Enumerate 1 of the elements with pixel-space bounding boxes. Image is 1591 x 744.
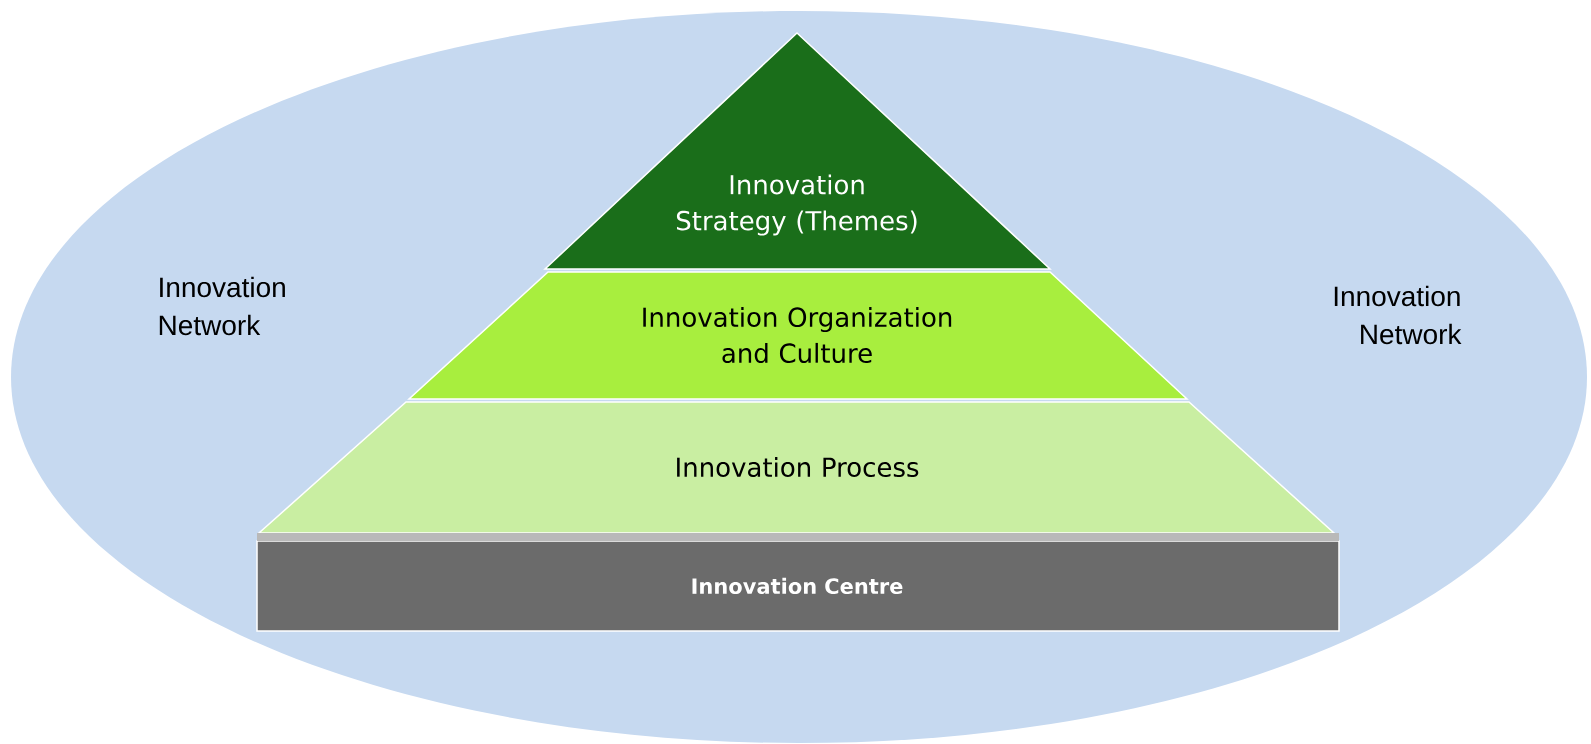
base-block: Innovation Centre <box>256 533 1340 632</box>
